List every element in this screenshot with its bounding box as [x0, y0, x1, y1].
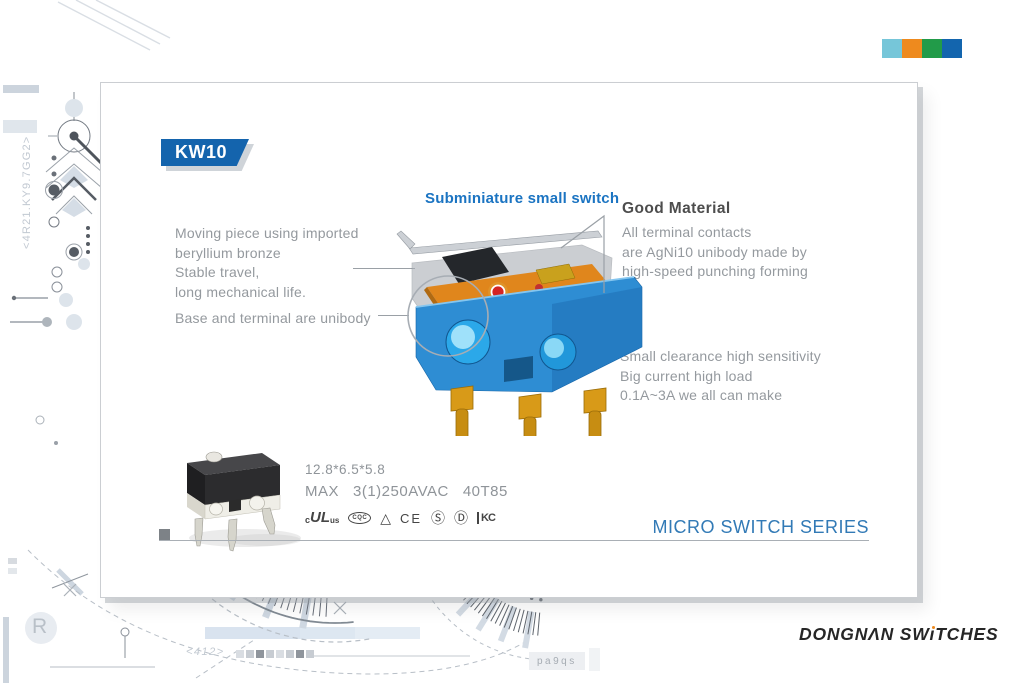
product-card: KW10 Subminiature small switch Moving pi… — [100, 82, 918, 598]
note-clearance: Small clearance high sensitivity Big cur… — [620, 348, 821, 403]
registered-watermark: R — [32, 615, 48, 638]
swatch-blue — [942, 39, 962, 58]
bottom-margin-code: <412> — [186, 646, 225, 658]
brand-color-swatches — [882, 39, 962, 58]
series-label: MICRO SWITCH SERIES — [652, 517, 869, 537]
kc-mark-icon: KC — [477, 512, 496, 524]
logo-stylized-i: ı — [929, 624, 936, 644]
bottom-tag: pa9qs — [529, 652, 585, 670]
switch-cutaway-illustration — [396, 214, 643, 436]
company-logo: DONGNΛN SWıTCHES — [799, 624, 999, 645]
cqc-mark-icon: CQC — [348, 512, 372, 524]
logo-stylized-a: Λ — [868, 624, 881, 644]
callout-line-moving-piece — [353, 268, 415, 269]
logo-text: DONGN — [799, 624, 869, 644]
pixel-squares-decoration — [236, 650, 314, 658]
model-badge: KW10 — [161, 139, 255, 171]
swatch-orange — [902, 39, 922, 58]
d-mark-icon: Ⓓ — [454, 510, 469, 526]
logo-text: TCHES — [935, 624, 999, 644]
bottom-tag-box — [589, 648, 600, 671]
note-moving-piece: Moving piece using imported beryllium br… — [175, 225, 359, 300]
spec-size: 12.8*6.5*5.8 — [305, 462, 386, 477]
model-badge-label: KW10 — [161, 139, 249, 166]
swatch-green — [922, 39, 942, 58]
callout-line-base — [378, 315, 409, 316]
spec-rating: MAX 3(1)250AVAC 40T85 — [305, 483, 508, 500]
series-divider-line — [159, 540, 869, 541]
ce-mark-icon: CE — [399, 510, 423, 526]
series-line-square — [159, 529, 170, 540]
product-subtitle: Subminiature small switch — [425, 190, 620, 207]
s-mark-icon: Ⓢ — [431, 510, 446, 526]
good-material-note: All terminal contacts are AgNi10 unibody… — [622, 224, 808, 279]
switch-photo-illustration — [187, 451, 301, 552]
swatch-lightblue — [882, 39, 902, 58]
left-margin-code: <4R21.KY9.7GG2> — [21, 135, 33, 249]
note-base-terminal: Base and terminal are unibody — [175, 310, 371, 326]
triangle-mark-icon: △ — [380, 509, 391, 526]
good-material-title: Good Material — [622, 200, 731, 217]
logo-text: N SW — [880, 624, 930, 644]
